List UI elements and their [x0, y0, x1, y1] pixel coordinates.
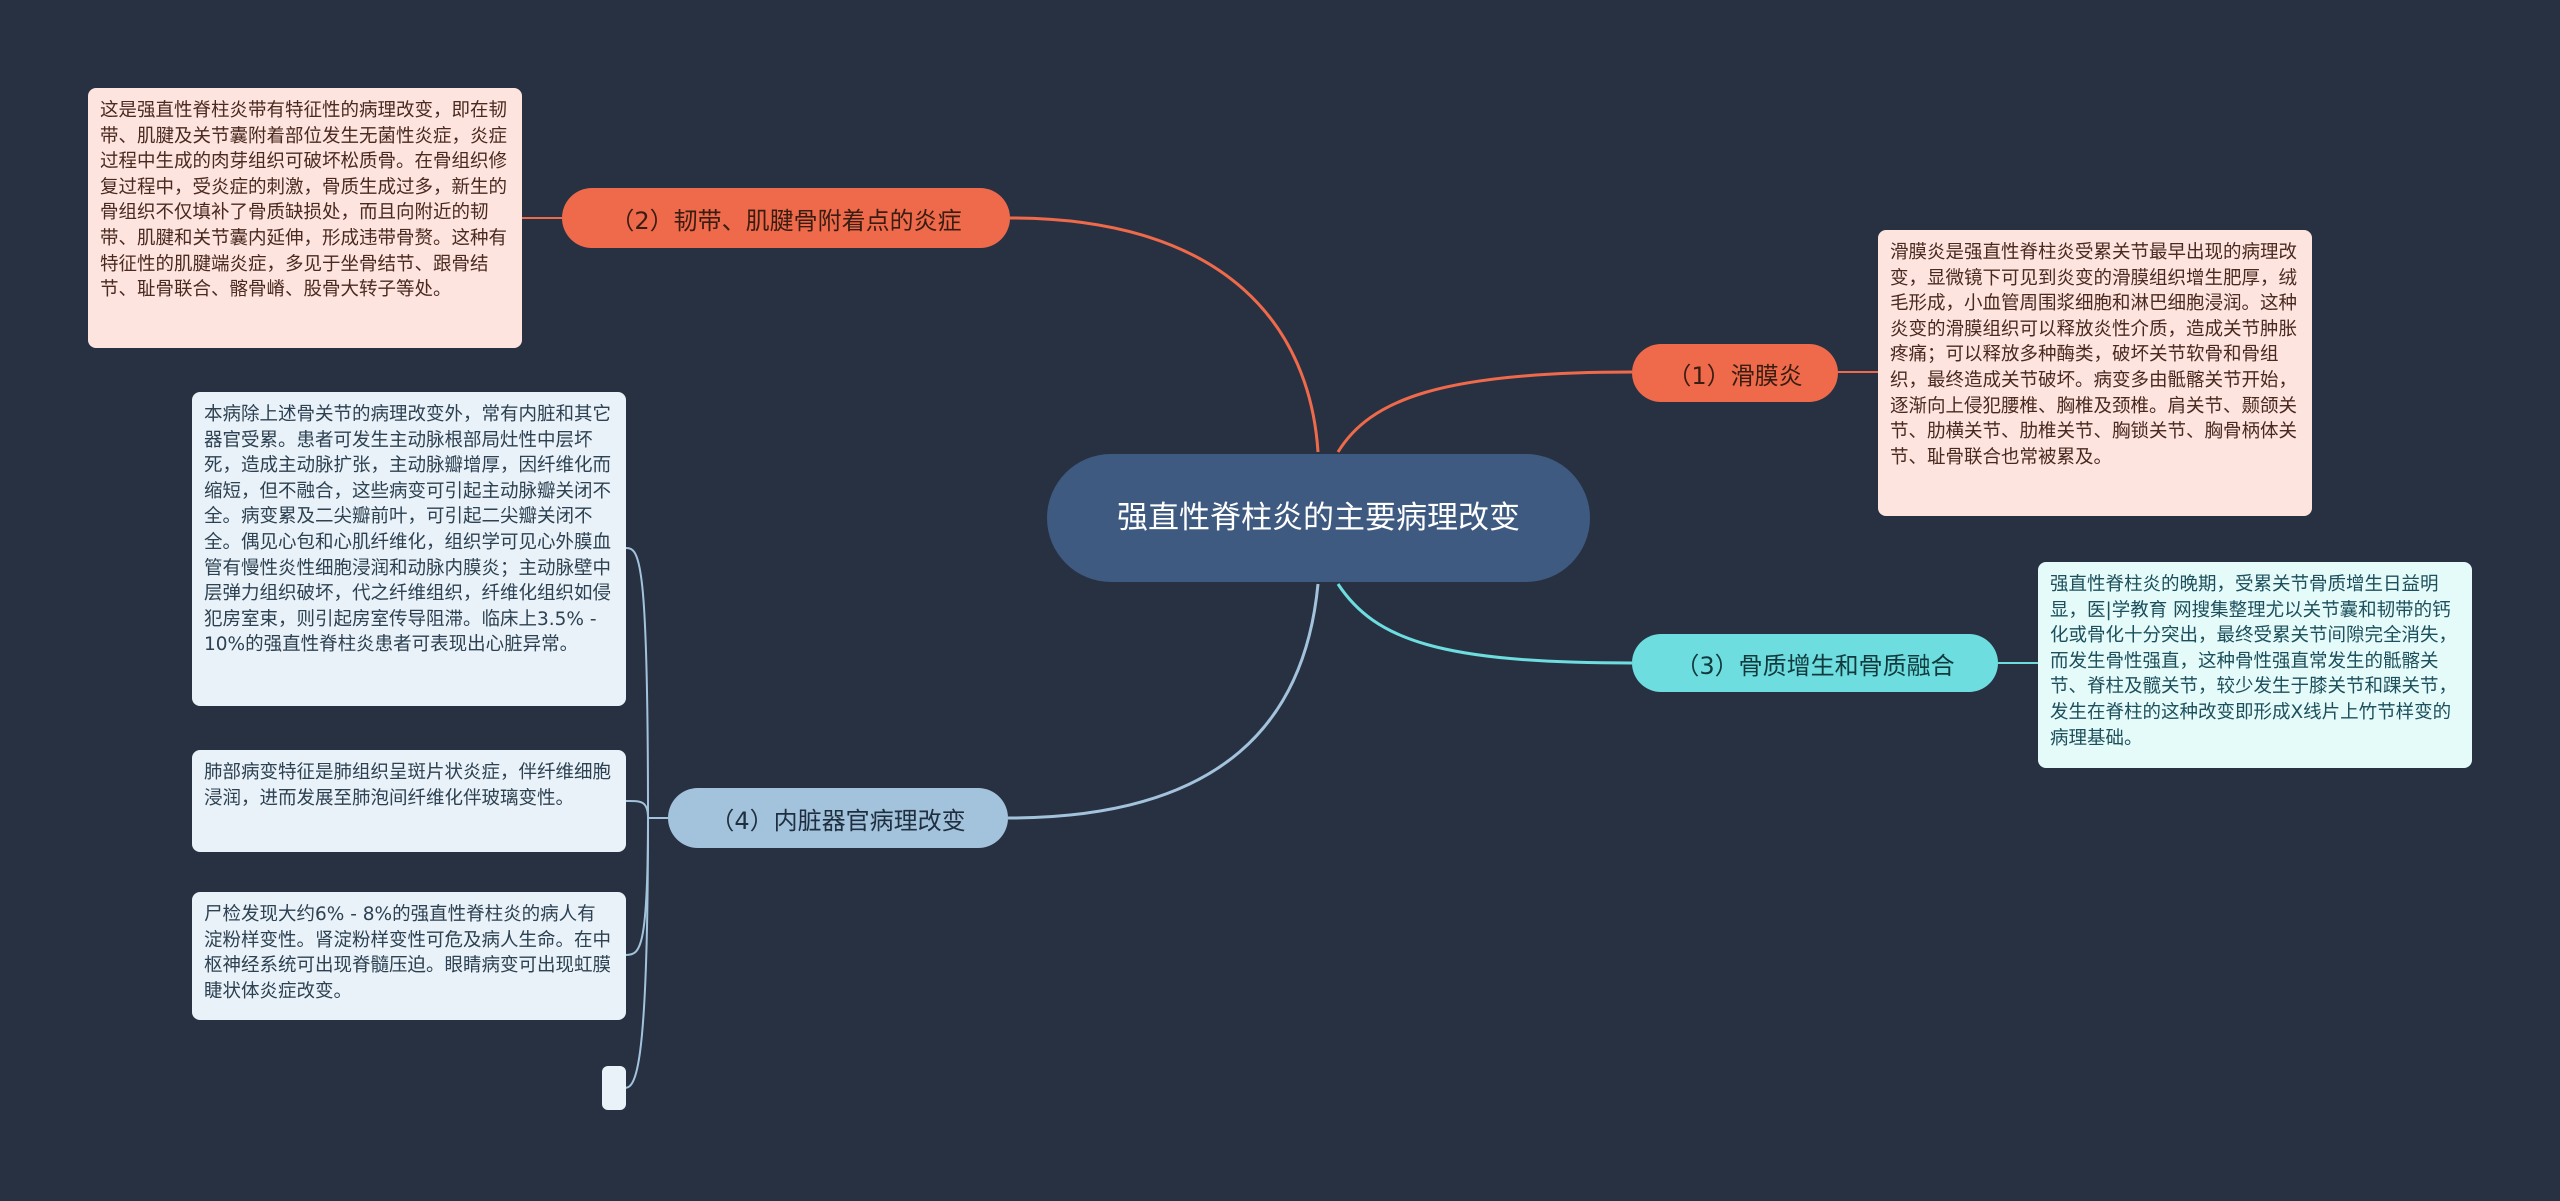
note-synovitis[interactable]: 滑膜炎是强直性脊柱炎受累关节最早出现的病理改变，显微镜下可见到炎变的滑膜组织增生…	[1878, 230, 2312, 516]
link-root-synovitis	[1336, 370, 1633, 453]
note-visceral-lung[interactable]: 肺部病变特征是肺组织呈斑片状炎症，伴纤维细胞浸润，进而发展至肺泡间纤维化伴玻璃变…	[192, 750, 626, 852]
note-visceral-kidney[interactable]: 尸检发现大约6% - 8%的强直性脊柱炎的病人有淀粉样变性。肾淀粉样变性可危及病…	[192, 892, 626, 1020]
branch-visceral[interactable]: （4）内脏器官病理改变	[668, 788, 1008, 848]
note-text: 这是强直性脊柱炎带有特征性的病理改变，即在韧带、肌腱及关节囊附着部位发生无菌性炎…	[100, 100, 508, 301]
note-text: 滑膜炎是强直性脊柱炎受累关节最早出现的病理改变，显微镜下可见到炎变的滑膜组织增生…	[1890, 242, 2298, 468]
collapsed-node-stub[interactable]	[602, 1066, 626, 1110]
note-text: 肺部病变特征是肺组织呈斑片状炎症，伴纤维细胞浸润，进而发展至肺泡间纤维化伴玻璃变…	[204, 762, 612, 809]
link-root-ossification	[1336, 583, 1633, 665]
link-root-visceral	[1007, 583, 1320, 820]
root-title: 强直性脊柱炎的主要病理改变	[1117, 500, 1520, 536]
branch-label: （3）骨质增生和骨质融合	[1675, 651, 1955, 680]
note-visceral-heart[interactable]: 本病除上述骨关节的病理改变外，常有内脏和其它器官受累。患者可发生主动脉根部局灶性…	[192, 392, 626, 706]
branch-label: （1）滑膜炎	[1667, 361, 1803, 390]
note-enthesitis[interactable]: 这是强直性脊柱炎带有特征性的病理改变，即在韧带、肌腱及关节囊附着部位发生无菌性炎…	[88, 88, 522, 348]
note-ossification[interactable]: 强直性脊柱炎的晚期，受累关节骨质增生日益明显，医|学教育 网搜集整理尤以关节囊和…	[2038, 562, 2472, 768]
branch-label: （4）内脏器官病理改变	[710, 806, 966, 835]
branch-enthesitis[interactable]: （2）韧带、肌腱骨附着点的炎症	[562, 188, 1010, 248]
link-root-enthesitis	[1009, 216, 1320, 453]
note-text: 尸检发现大约6% - 8%的强直性脊柱炎的病人有淀粉样变性。肾淀粉样变性可危及病…	[204, 904, 612, 1002]
branch-label: （2）韧带、肌腱骨附着点的炎症	[610, 206, 962, 235]
link-visceral-note-kidney	[625, 817, 649, 956]
link-visceral-note-heart	[625, 547, 649, 819]
link-visceral-stub	[623, 817, 649, 1089]
link-visceral-note-lung	[625, 799, 649, 819]
branch-ossification[interactable]: （3）骨质增生和骨质融合	[1632, 634, 1998, 692]
branch-synovitis[interactable]: （1）滑膜炎	[1632, 344, 1838, 402]
note-text: 强直性脊柱炎的晚期，受累关节骨质增生日益明显，医|学教育 网搜集整理尤以关节囊和…	[2050, 574, 2458, 749]
note-text: 本病除上述骨关节的病理改变外，常有内脏和其它器官受累。患者可发生主动脉根部局灶性…	[204, 404, 612, 656]
root-topic[interactable]: 强直性脊柱炎的主要病理改变	[1047, 454, 1590, 582]
